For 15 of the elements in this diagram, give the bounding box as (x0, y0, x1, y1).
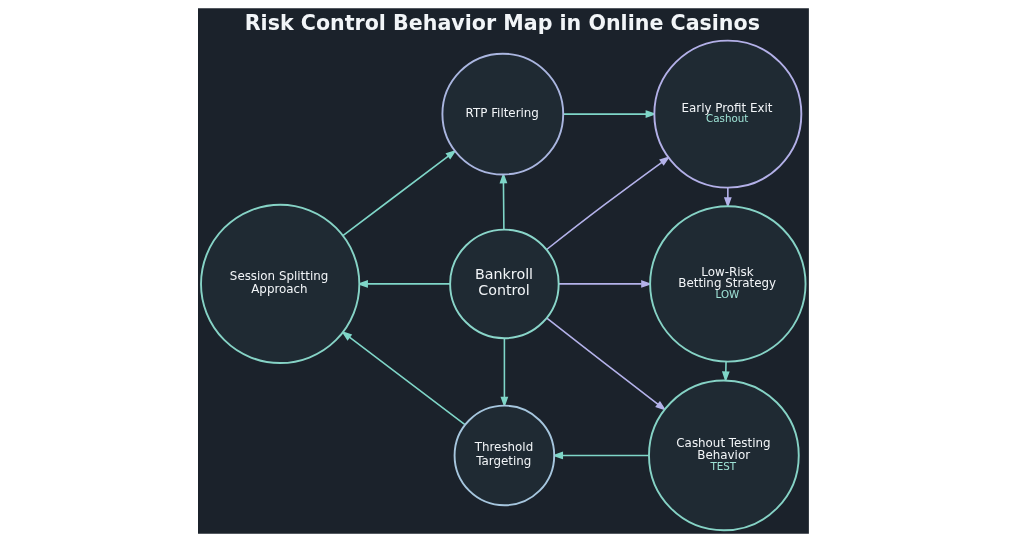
arrow (721, 361, 730, 383)
diagram-title: Risk Control Behavior Map in Online Casinos (244, 11, 760, 36)
arrow (545, 156, 671, 251)
arrow (342, 149, 457, 237)
node-circle: Early Profit Exit Cashout (653, 39, 803, 189)
node-circle: RTP Filtering (441, 52, 565, 176)
node-circle: Bankroll Control (449, 228, 560, 340)
arrow (499, 172, 508, 231)
arrow (546, 317, 667, 411)
node-circle: Low-Risk Betting Strategy LOW (649, 205, 807, 363)
node-circle: Threshold Targeting (453, 404, 556, 507)
arrow (500, 337, 509, 408)
node-circle: Cashout Testing Behavior TEST (648, 379, 800, 532)
node-circle: Session Splitting Approach (200, 203, 361, 364)
arrow (341, 330, 466, 426)
